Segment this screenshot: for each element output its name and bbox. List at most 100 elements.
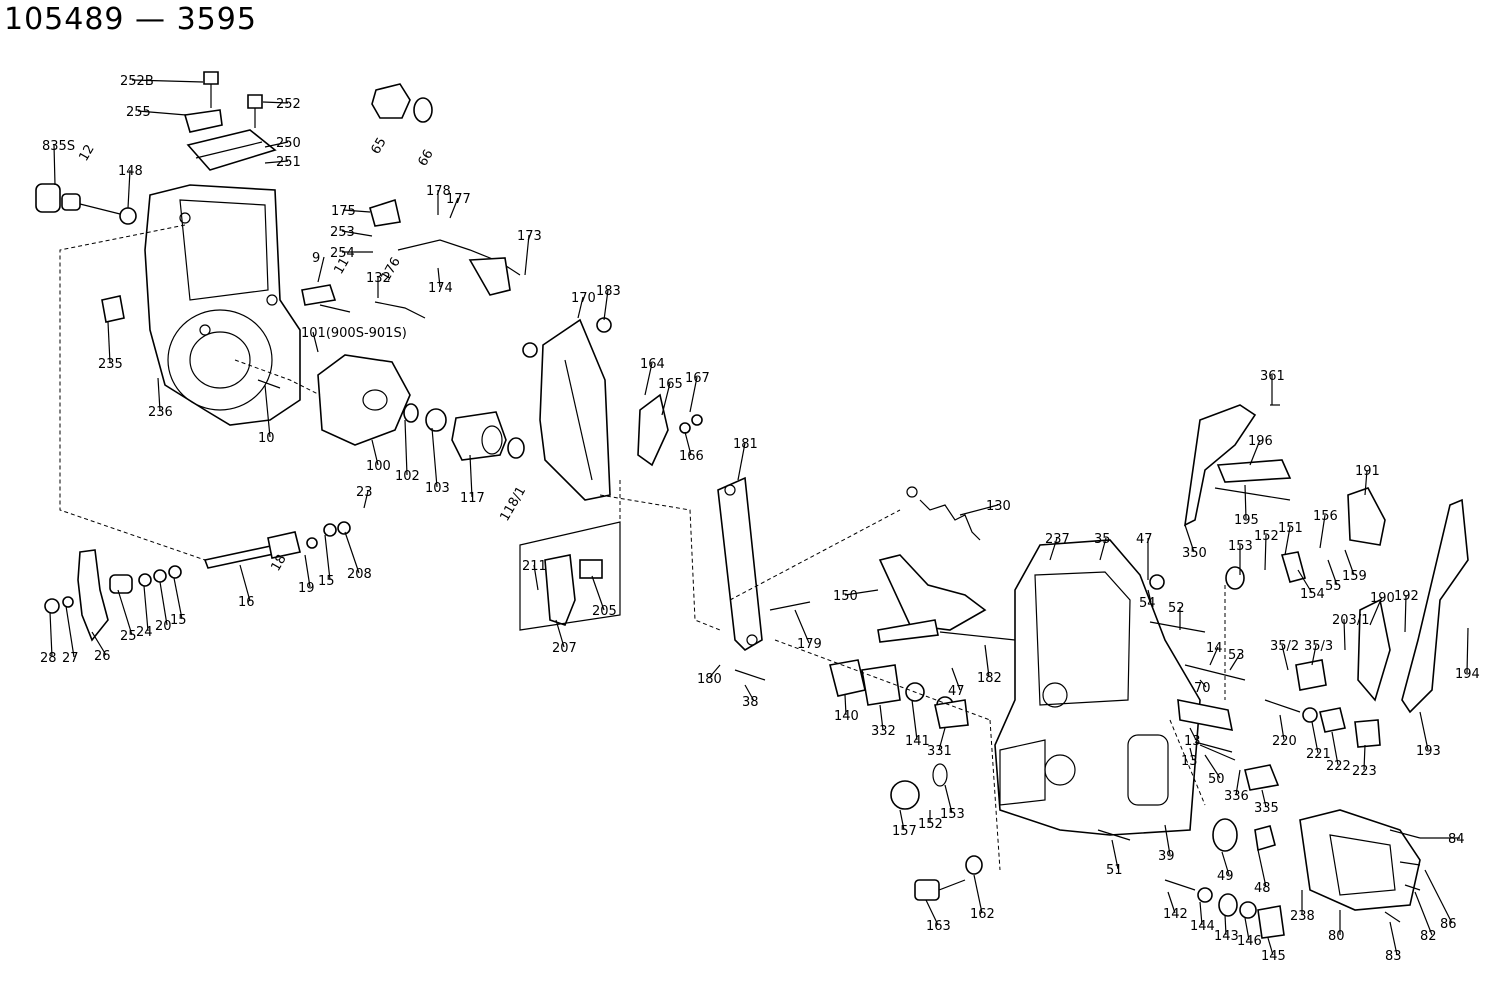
leader-line (1244, 484, 1247, 520)
part-number-label: 170 (571, 291, 596, 306)
leader-line (159, 581, 168, 626)
part-number-label: 130 (986, 499, 1011, 514)
leader-line (1267, 937, 1274, 956)
part-number-label: 177 (446, 192, 471, 207)
part-number-label: 15 (318, 574, 335, 589)
part-number-label: 336 (1224, 789, 1249, 804)
leader-line (264, 141, 289, 148)
part-number-label: 52 (1168, 601, 1185, 616)
leader-line (1369, 596, 1383, 626)
leader-line (925, 899, 939, 926)
leader-line (603, 289, 609, 321)
part-number-label: 164 (640, 357, 665, 372)
leader-line (1167, 891, 1176, 914)
leader-line (1147, 589, 1152, 603)
leader-line (951, 667, 961, 691)
leader-line (1311, 644, 1317, 666)
part-number-label: 86 (1440, 917, 1457, 932)
leader-line (107, 321, 111, 364)
leader-line (1199, 901, 1203, 926)
governor-housing (144, 184, 301, 426)
leader-line (1257, 849, 1267, 888)
leader-line (53, 144, 56, 186)
leader-line (938, 727, 946, 751)
leader-line (431, 427, 438, 488)
leader-line (1235, 769, 1241, 796)
part-number-label: 251 (276, 155, 301, 170)
part-number-label: 203/1 (1332, 613, 1369, 628)
part-number-label: 207 (552, 641, 577, 656)
leader-line (577, 296, 584, 319)
part-number-label: 103 (425, 481, 450, 496)
leader-line (1279, 714, 1285, 741)
part-number-label: 195 (1234, 513, 1259, 528)
part-number-label: 11 (331, 255, 352, 277)
part-number-label: 208 (347, 567, 372, 582)
part-number-label: 181 (733, 437, 758, 452)
leader-line (1344, 549, 1355, 576)
part-number-label: 15 (170, 613, 187, 628)
leader-line (844, 694, 847, 716)
part-number-label: 20 (155, 619, 172, 634)
part-number-label: 39 (1158, 849, 1175, 864)
control-shaft-16 (203, 521, 351, 569)
leader-line (533, 564, 539, 591)
flyweight-assembly (317, 354, 525, 461)
part-number-label: 18 (268, 552, 289, 574)
part-number-label: 47 (948, 684, 965, 699)
part-number-label: 84 (1448, 832, 1465, 847)
part-number-label: 16 (238, 595, 255, 610)
part-number-label: 25 (120, 629, 137, 644)
leader-line (911, 699, 918, 741)
leader-line (1204, 754, 1221, 779)
leader-line (899, 809, 905, 831)
leader-line (1424, 869, 1453, 924)
part-number-label: 205 (592, 604, 617, 619)
part-number-label: 55 (1325, 579, 1342, 594)
leader-line (1319, 514, 1326, 549)
leader-line (262, 101, 289, 104)
leader-line (1466, 627, 1469, 674)
part-number-label: 237 (1045, 532, 1070, 547)
part-number-label: 101(900S-901S) (301, 326, 407, 341)
leader-line (312, 331, 319, 353)
part-number-label: 118/1 (497, 484, 529, 524)
nut-and-washer (371, 83, 433, 123)
part-number-label: 159 (1342, 569, 1367, 584)
part-number-label: 335 (1254, 801, 1279, 816)
leader-line (1389, 921, 1398, 956)
leader-line (264, 160, 289, 164)
regulator-housing (994, 539, 1201, 836)
part-number-label: 235 (98, 357, 123, 372)
part-number-label: 142 (1163, 907, 1188, 922)
leader-line (1249, 439, 1261, 466)
leader-line (1189, 747, 1194, 761)
leader-line (1404, 594, 1407, 633)
part-number-label: 182 (977, 671, 1002, 686)
leader-line (879, 704, 884, 731)
assembly-guide-lines (59, 224, 1226, 871)
part-number-label: 331 (927, 744, 952, 759)
leader-line (143, 585, 149, 632)
leader-line (131, 79, 204, 83)
leader-line (524, 234, 530, 276)
leader-line (1311, 721, 1319, 754)
part-number-label: 35/2 (1270, 639, 1299, 654)
part-number-label: 70 (1194, 681, 1211, 696)
part-number-label: 153 (940, 807, 965, 822)
part-number-label: 253 (330, 225, 355, 240)
part-number-label: 24 (136, 625, 153, 640)
part-number-label: 255 (126, 105, 151, 120)
leader-line (1284, 526, 1291, 556)
leader-line (959, 504, 999, 516)
part-number-label: 10 (258, 431, 275, 446)
part-number-label: 250 (276, 136, 301, 151)
leader-line (1199, 679, 1207, 688)
leader-line (1184, 524, 1195, 553)
part-number-label: 193 (1416, 744, 1441, 759)
part-number-label: 151 (1278, 521, 1303, 536)
part-number-label: 223 (1352, 764, 1377, 779)
part-number-label: 23 (356, 485, 373, 500)
leader-line (127, 169, 131, 209)
